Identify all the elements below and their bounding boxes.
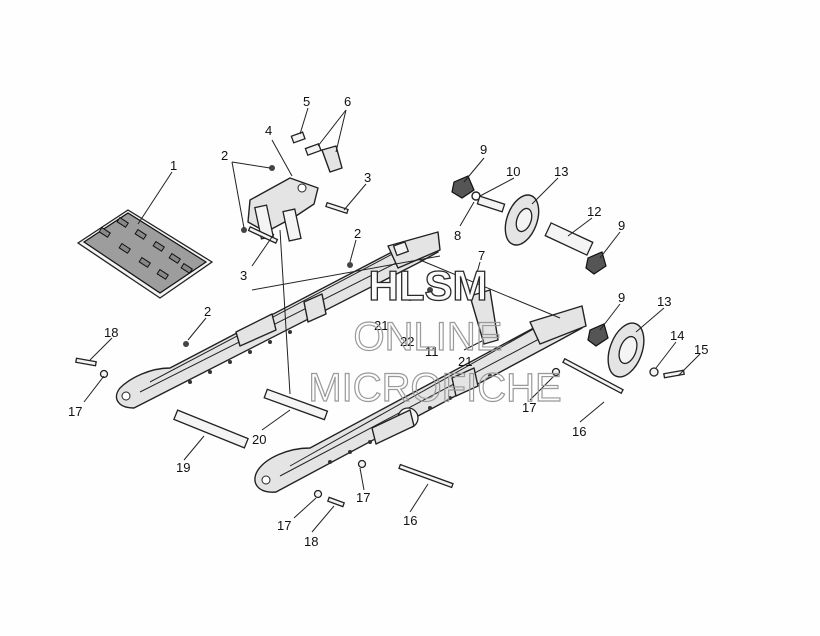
callout-2: 2: [221, 148, 228, 163]
callout-3: 3: [240, 268, 247, 283]
callout-2: 2: [204, 304, 211, 319]
watermark-line2: ONLINE: [354, 315, 503, 359]
callout-3: 3: [364, 170, 371, 185]
callout-8: 8: [454, 228, 461, 243]
callout-18: 18: [104, 325, 118, 340]
callout-15: 15: [694, 342, 708, 357]
callout-9: 9: [480, 142, 487, 157]
small-parts: [75, 131, 685, 508]
cross-shafts: [173, 388, 329, 449]
callout-16: 16: [572, 424, 586, 439]
watermark: HLSM ONLINE MICROFICHE: [308, 261, 563, 410]
callout-17: 17: [68, 404, 82, 419]
callout-17: 17: [356, 490, 370, 505]
callout-17: 17: [277, 518, 291, 533]
callout-6: 6: [344, 94, 351, 109]
callout-16: 16: [403, 513, 417, 528]
callout-17: 17: [522, 400, 536, 415]
callout-13: 13: [554, 164, 568, 179]
callout-5: 5: [303, 94, 310, 109]
callout-10: 10: [506, 164, 520, 179]
center-arm: [407, 287, 499, 345]
callout-11: 11: [425, 344, 439, 359]
callout-14: 14: [670, 328, 684, 343]
wheel-caps: [451, 175, 609, 347]
callout-12: 12: [587, 204, 601, 219]
callout-21: 21: [374, 318, 388, 333]
callout-18: 18: [304, 534, 318, 549]
callout-9: 9: [618, 290, 625, 305]
callout-labels: 1 2 2 2 3 3 4 5 6 7 8 9 9 9 10 11 12 13 …: [68, 94, 708, 549]
callout-1: 1: [170, 158, 177, 173]
slide-rail-kit: [76, 209, 214, 299]
watermark-line3: MICROFICHE: [308, 366, 561, 410]
idler-wheels: [504, 194, 645, 378]
callout-4: 4: [265, 123, 272, 138]
watermark-line1: HLSM: [369, 262, 488, 309]
left-rail: [115, 231, 441, 409]
callout-20: 20: [252, 432, 266, 447]
callout-7: 7: [478, 248, 485, 263]
callout-13: 13: [657, 294, 671, 309]
callout-9: 9: [618, 218, 625, 233]
callout-22: 22: [400, 334, 414, 349]
callout-2: 2: [354, 226, 361, 241]
leader-lines: [83, 107, 701, 533]
callout-21: 21: [458, 354, 472, 369]
right-rail: [254, 305, 587, 493]
callout-19: 19: [176, 460, 190, 475]
